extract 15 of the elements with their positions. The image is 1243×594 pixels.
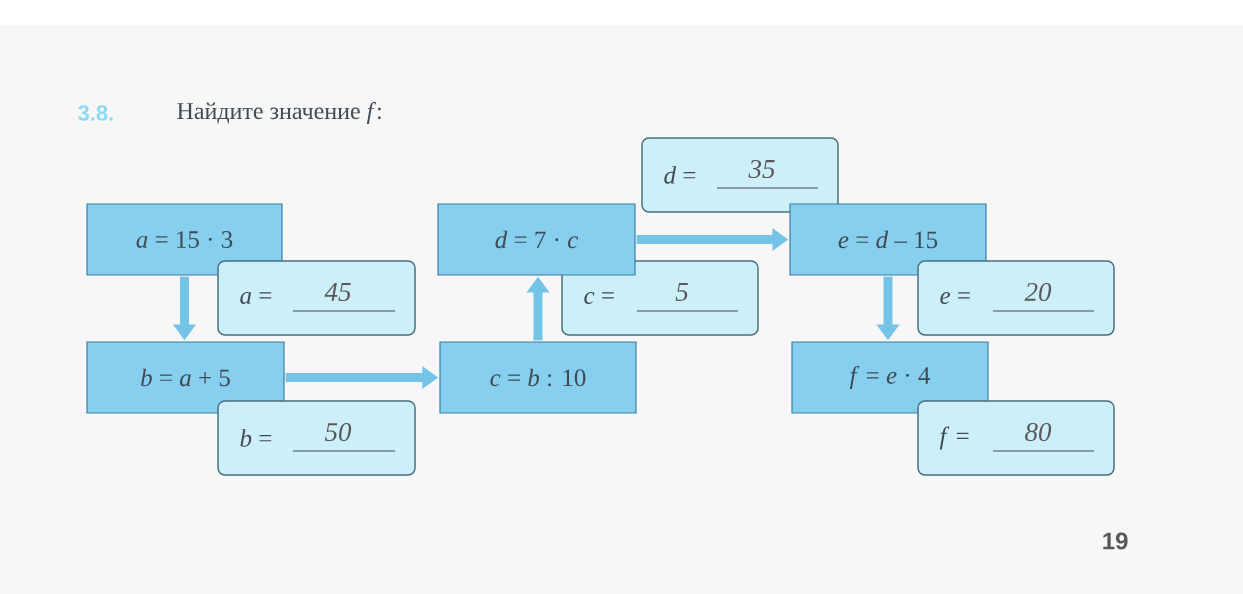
exercise-number: 3.8. bbox=[78, 105, 113, 121]
formula-box: c = b : 10 bbox=[439, 341, 637, 414]
formula-box: e = d – 15 bbox=[789, 203, 987, 276]
answer-box: a = 45 bbox=[217, 260, 416, 336]
formula-box: a = 15 · 3 bbox=[86, 203, 283, 276]
formula-box: d = 7 · c bbox=[437, 203, 636, 276]
title: Найдите значение f: bbox=[177, 102, 381, 124]
answer-box: c = 5 bbox=[561, 260, 759, 336]
answer-box: e = 20 bbox=[917, 260, 1115, 336]
formula-box: f = e · 4 bbox=[791, 341, 989, 414]
answer-box: b = 50 bbox=[217, 400, 416, 476]
answer-box: d = 35 bbox=[641, 137, 839, 213]
formula-box: b = a + 5 bbox=[86, 341, 285, 414]
page-number: 19 bbox=[1103, 532, 1128, 550]
answer-box: f = 80 bbox=[917, 400, 1115, 476]
